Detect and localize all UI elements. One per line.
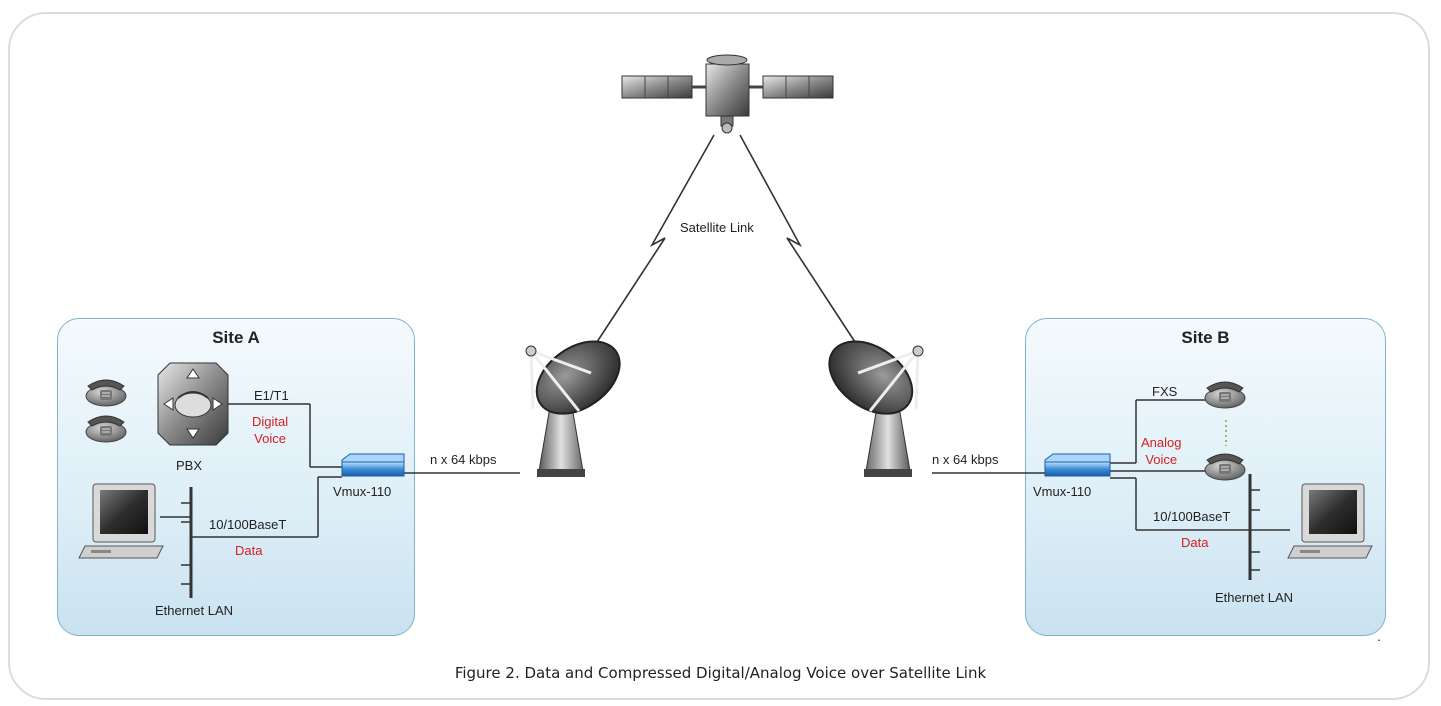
satellite-icon [621,54,834,134]
baset-b-label: 10/100BaseT [1153,509,1231,524]
fxs-label: FXS [1152,384,1178,399]
satellite-dish-right-icon [814,325,928,479]
site-b-wiring [932,399,1290,571]
phone-icon [1204,381,1246,409]
figure-caption: Figure 2. Data and Compressed Digital/An… [454,664,987,682]
vmux-device-b [1044,453,1111,477]
site-b-panel: Site B [1025,318,1386,636]
e1t1-label: E1/T1 [254,388,289,403]
baset-a-label: 10/100BaseT [209,517,287,532]
computer-icon [1287,483,1373,559]
satellite-dish-left-icon [521,325,635,479]
digital-voice-label: Digital Voice [252,414,289,446]
phone-icon [85,415,127,443]
satellite-link-label: Satellite Link [680,220,754,235]
site-a-title: Site A [212,328,260,347]
pbx-label: PBX [176,458,203,473]
phone-icon [1204,453,1246,481]
rate-right-label: n x 64 kbps [932,452,999,467]
data-a-label: Data [235,543,263,558]
phone-icon [85,379,127,407]
site-a-panel: Site A [57,318,415,636]
computer-icon [78,483,164,559]
trailing-mark: . [1377,628,1381,644]
data-b-label: Data [1181,535,1209,550]
satellite-link-right-line [739,134,856,343]
vmux-a-label: Vmux-110 [333,484,392,499]
ethernet-lan-a-label: Ethernet LAN [155,603,234,618]
rate-left-label: n x 64 kbps [430,452,497,467]
analog-voice-label: Analog Voice [1141,435,1182,467]
satellite-link-left-line [596,134,715,343]
site-b-title: Site B [1181,328,1230,347]
vmux-b-label: Vmux-110 [1033,484,1092,499]
ethernet-lan-b-label: Ethernet LAN [1215,590,1294,605]
pbx-icon [157,362,229,446]
vmux-device-a [341,453,405,477]
